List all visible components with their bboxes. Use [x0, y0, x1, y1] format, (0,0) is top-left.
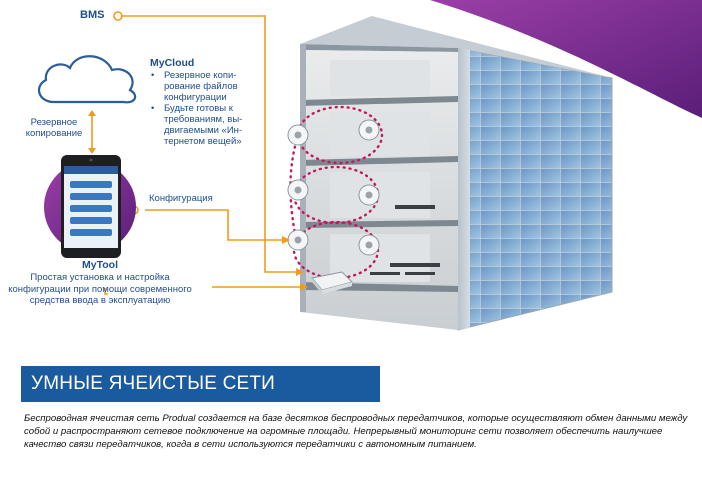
bms-connector-node [113, 11, 123, 21]
purple-corner-decoration [430, 0, 702, 118]
bms-label: BMS [80, 9, 105, 21]
mytool-description: Простая установка и настройка конфигурац… [8, 272, 192, 306]
configuration-label: Конфигурация [149, 193, 213, 204]
building-facade [457, 47, 613, 331]
backup-label: Резервное копирование [25, 117, 83, 139]
body-paragraph: Беспроводная ячеистая сеть Produal созда… [24, 413, 688, 450]
mycloud-title: MyCloud [150, 57, 195, 69]
building-roof [300, 16, 612, 78]
connectors [91, 15, 300, 295]
mytool-title: MyTool [82, 259, 118, 271]
section-banner: УМНЫЕ ЯЧЕИСТЫЕ СЕТИ [21, 366, 380, 402]
mycloud-feature-item: Резервное копи-рование файлов конфигурац… [150, 70, 268, 103]
sensor-icon [287, 119, 380, 256]
mycloud-feature-item: Будьте готовы к требованиям, вы-двигаемы… [150, 103, 268, 147]
cloud-icon [37, 55, 137, 104]
gateway-icon [311, 271, 353, 294]
smartphone-icon [61, 155, 121, 258]
mycloud-feature-list: Резервное копи-рование файлов конфигурац… [150, 70, 268, 147]
